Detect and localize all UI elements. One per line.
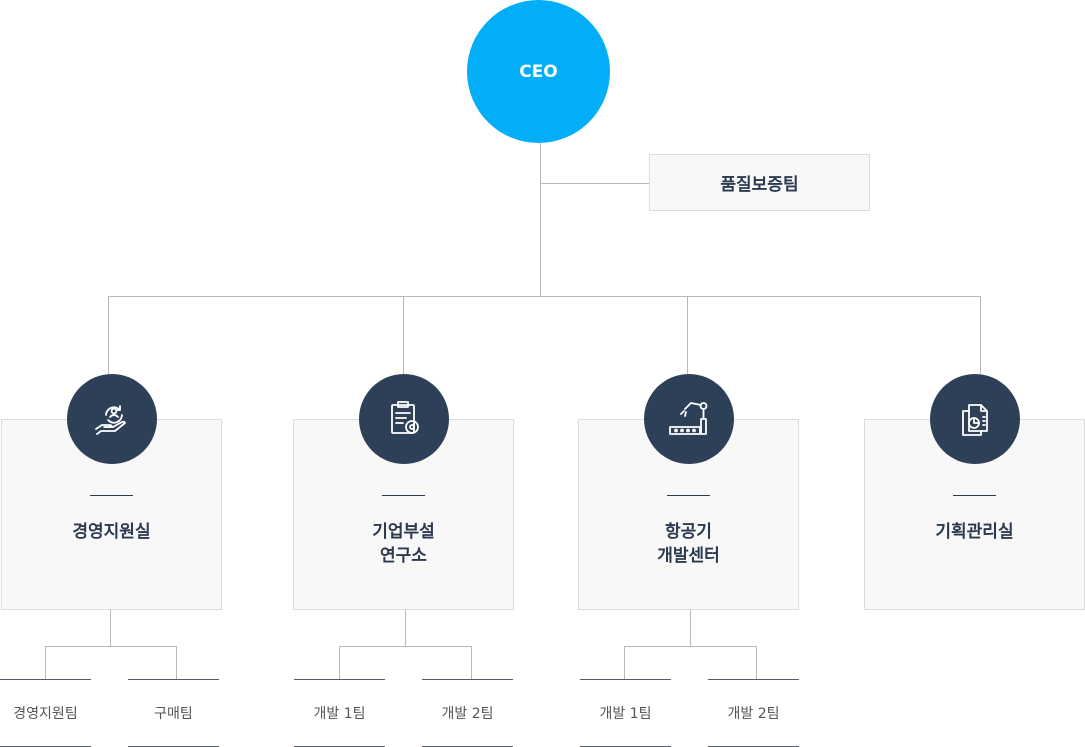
team-aircraft-dev-1: 개발 1팀 — [580, 679, 671, 747]
team-purchasing: 구매팀 — [128, 679, 219, 747]
connector-teams-3-stem — [690, 609, 691, 647]
connector-teams-2-right — [471, 646, 472, 679]
connector-dept-2 — [403, 296, 404, 374]
connector-ceo-trunk — [540, 143, 541, 297]
department-divider — [382, 495, 425, 496]
connector-qa — [540, 183, 649, 184]
connector-teams-3-right — [756, 646, 757, 679]
connector-teams-3-bar — [624, 646, 757, 647]
connector-teams-3-left — [624, 646, 625, 679]
team-label: 개발 1팀 — [313, 706, 366, 722]
team-label: 개발 1팀 — [599, 706, 652, 722]
department-name: 항공기 개발센터 — [657, 522, 720, 566]
connector-teams-2-stem — [405, 609, 406, 647]
department-name: 기업부설 연구소 — [372, 522, 435, 566]
connector-teams-1-left — [45, 646, 46, 679]
department-divider — [953, 495, 996, 496]
connector-teams-2-left — [339, 646, 340, 679]
department-name: 경영지원실 — [72, 522, 151, 542]
ceo-label: CEO — [519, 61, 558, 82]
connector-dept-bus — [108, 296, 980, 297]
department-box-research-institute: 기업부설 연구소 — [293, 419, 514, 610]
connector-dept-3 — [687, 296, 688, 374]
document-chart-icon — [930, 374, 1020, 464]
connector-teams-1-stem — [110, 609, 111, 647]
connector-teams-2-bar — [339, 646, 472, 647]
qa-team-label: 품질보증팀 — [720, 175, 799, 195]
department-name: 기획관리실 — [935, 522, 1014, 542]
team-label: 개발 2팀 — [727, 706, 780, 722]
connector-teams-1-right — [176, 646, 177, 679]
department-divider — [667, 495, 710, 496]
team-research-dev-2: 개발 2팀 — [422, 679, 513, 747]
team-label: 구매팀 — [154, 706, 193, 722]
connector-dept-4 — [980, 296, 981, 374]
team-aircraft-dev-2: 개발 2팀 — [708, 679, 799, 747]
connector-dept-1 — [108, 296, 109, 374]
department-divider — [90, 495, 133, 496]
connector-teams-1-bar — [45, 646, 177, 647]
robot-arm-conveyor-icon — [644, 374, 734, 464]
team-research-dev-1: 개발 1팀 — [294, 679, 385, 747]
department-box-planning-management: 기획관리실 — [864, 419, 1085, 610]
team-label: 경영지원팀 — [13, 706, 78, 722]
team-label: 개발 2팀 — [441, 706, 494, 722]
clipboard-gear-icon — [359, 374, 449, 464]
ceo-node: CEO — [467, 0, 610, 143]
hand-person-icon — [67, 374, 157, 464]
team-management-support: 경영지원팀 — [0, 679, 91, 747]
qa-team-box: 품질보증팀 — [649, 154, 870, 211]
